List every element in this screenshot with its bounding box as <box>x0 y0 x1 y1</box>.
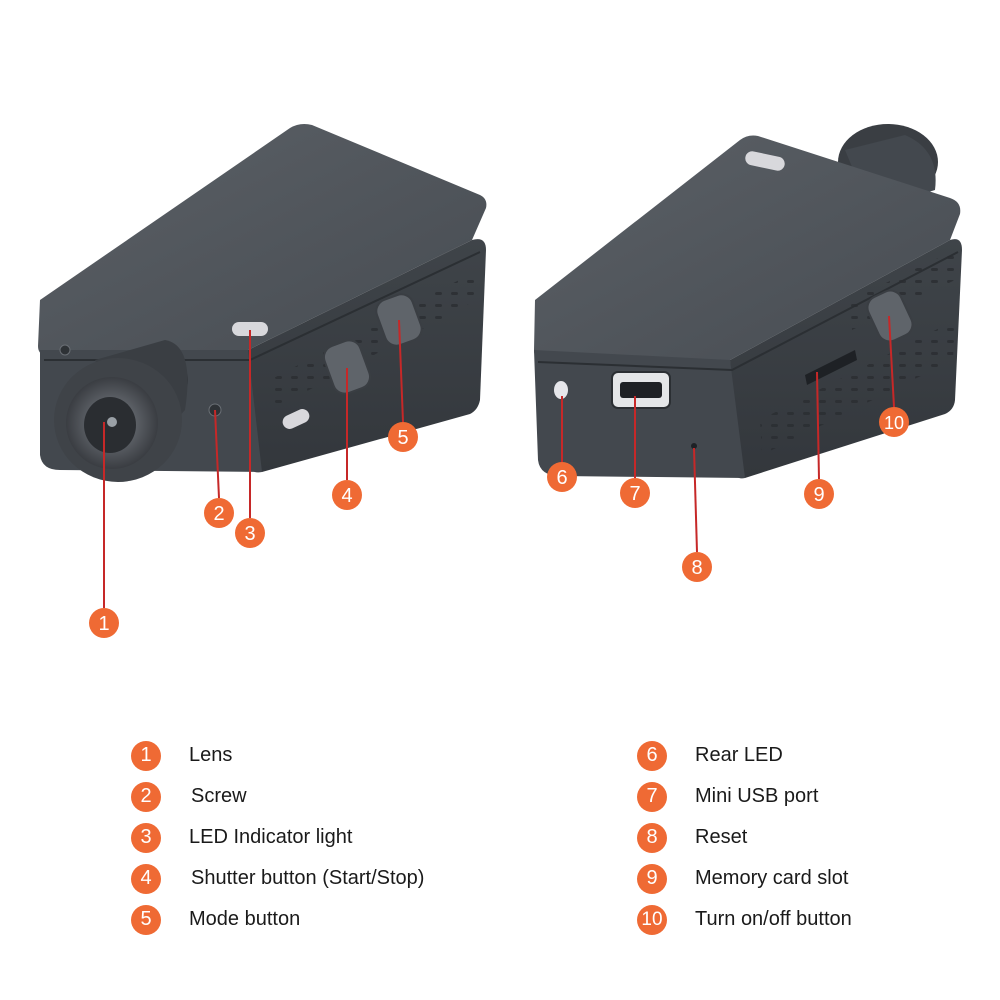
legend-label: Shutter button (Start/Stop) <box>191 867 425 889</box>
svg-text:9: 9 <box>813 484 824 506</box>
callout-badge-5: 5 <box>388 422 418 452</box>
shutter-button[interactable] <box>321 337 374 397</box>
legend-item: 7 Mini USB port <box>637 776 852 817</box>
callout-badge-9: 9 <box>804 479 834 509</box>
legend-label: Mode button <box>189 908 301 930</box>
legend-label: Screw <box>191 785 247 807</box>
led-indicator <box>232 322 268 336</box>
svg-text:10: 10 <box>884 413 904 433</box>
legend-badge: 10 <box>637 904 667 935</box>
svg-text:2: 2 <box>213 503 224 525</box>
callout-badge-4: 4 <box>332 480 362 510</box>
legend-badge: 7 <box>637 781 667 812</box>
legend-badge: 8 <box>637 822 667 853</box>
legend-badge: 1 <box>131 740 161 771</box>
svg-text:7: 7 <box>629 483 640 505</box>
legend-item: 5 Mode button <box>131 899 424 940</box>
legend-item: 8 Reset <box>637 817 852 858</box>
callout-badge-7: 7 <box>620 478 650 508</box>
svg-text:4: 4 <box>341 485 352 507</box>
front-camera <box>38 124 487 482</box>
legend-item: 9 Memory card slot <box>637 858 852 899</box>
legend-label: Memory card slot <box>695 867 849 889</box>
legend-label: LED Indicator light <box>189 826 353 848</box>
legend-badge: 5 <box>131 904 161 935</box>
callout-badge-2: 2 <box>204 498 234 528</box>
legend-item: 1 Lens <box>131 735 424 776</box>
legend-label: Mini USB port <box>695 785 819 807</box>
legend-label: Turn on/off button <box>695 908 852 930</box>
legend-badge: 6 <box>637 740 667 771</box>
svg-text:5: 5 <box>397 427 408 449</box>
legend-item: 10 Turn on/off button <box>637 899 852 940</box>
svg-text:1: 1 <box>98 613 109 635</box>
svg-text:6: 6 <box>556 467 567 489</box>
svg-text:8: 8 <box>691 557 702 579</box>
legend-label: Rear LED <box>695 744 783 766</box>
callout-badge-3: 3 <box>235 518 265 548</box>
callout-badge-1: 1 <box>89 608 119 638</box>
legend-badge: 9 <box>637 863 667 894</box>
legend-label: Lens <box>189 744 233 766</box>
legend-item: 4 Shutter button (Start/Stop) <box>131 858 424 899</box>
callout-badge-6: 6 <box>547 462 577 492</box>
legend-left: 1 Lens 2 Screw 3 LED Indicator light 4 S… <box>131 735 424 940</box>
legend-item: 3 LED Indicator light <box>131 817 424 858</box>
callout-badge-8: 8 <box>682 552 712 582</box>
legend-badge: 2 <box>131 781 161 812</box>
reset-hole <box>691 443 697 449</box>
pointer-lines <box>103 315 895 608</box>
rear-led <box>554 381 568 399</box>
legend-item: 2 Screw <box>131 776 424 817</box>
legend-label: Reset <box>695 826 748 848</box>
camera-diagram: 1 2 3 4 5 6 7 8 9 10 <box>38 124 962 638</box>
legend-badge: 4 <box>131 863 161 894</box>
svg-text:3: 3 <box>244 523 255 545</box>
legend-item: 6 Rear LED <box>637 735 852 776</box>
legend-right: 6 Rear LED 7 Mini USB port 8 Reset 9 Mem… <box>637 735 852 940</box>
callout-badge-10: 10 <box>879 407 909 437</box>
legend-badge: 3 <box>131 822 161 853</box>
